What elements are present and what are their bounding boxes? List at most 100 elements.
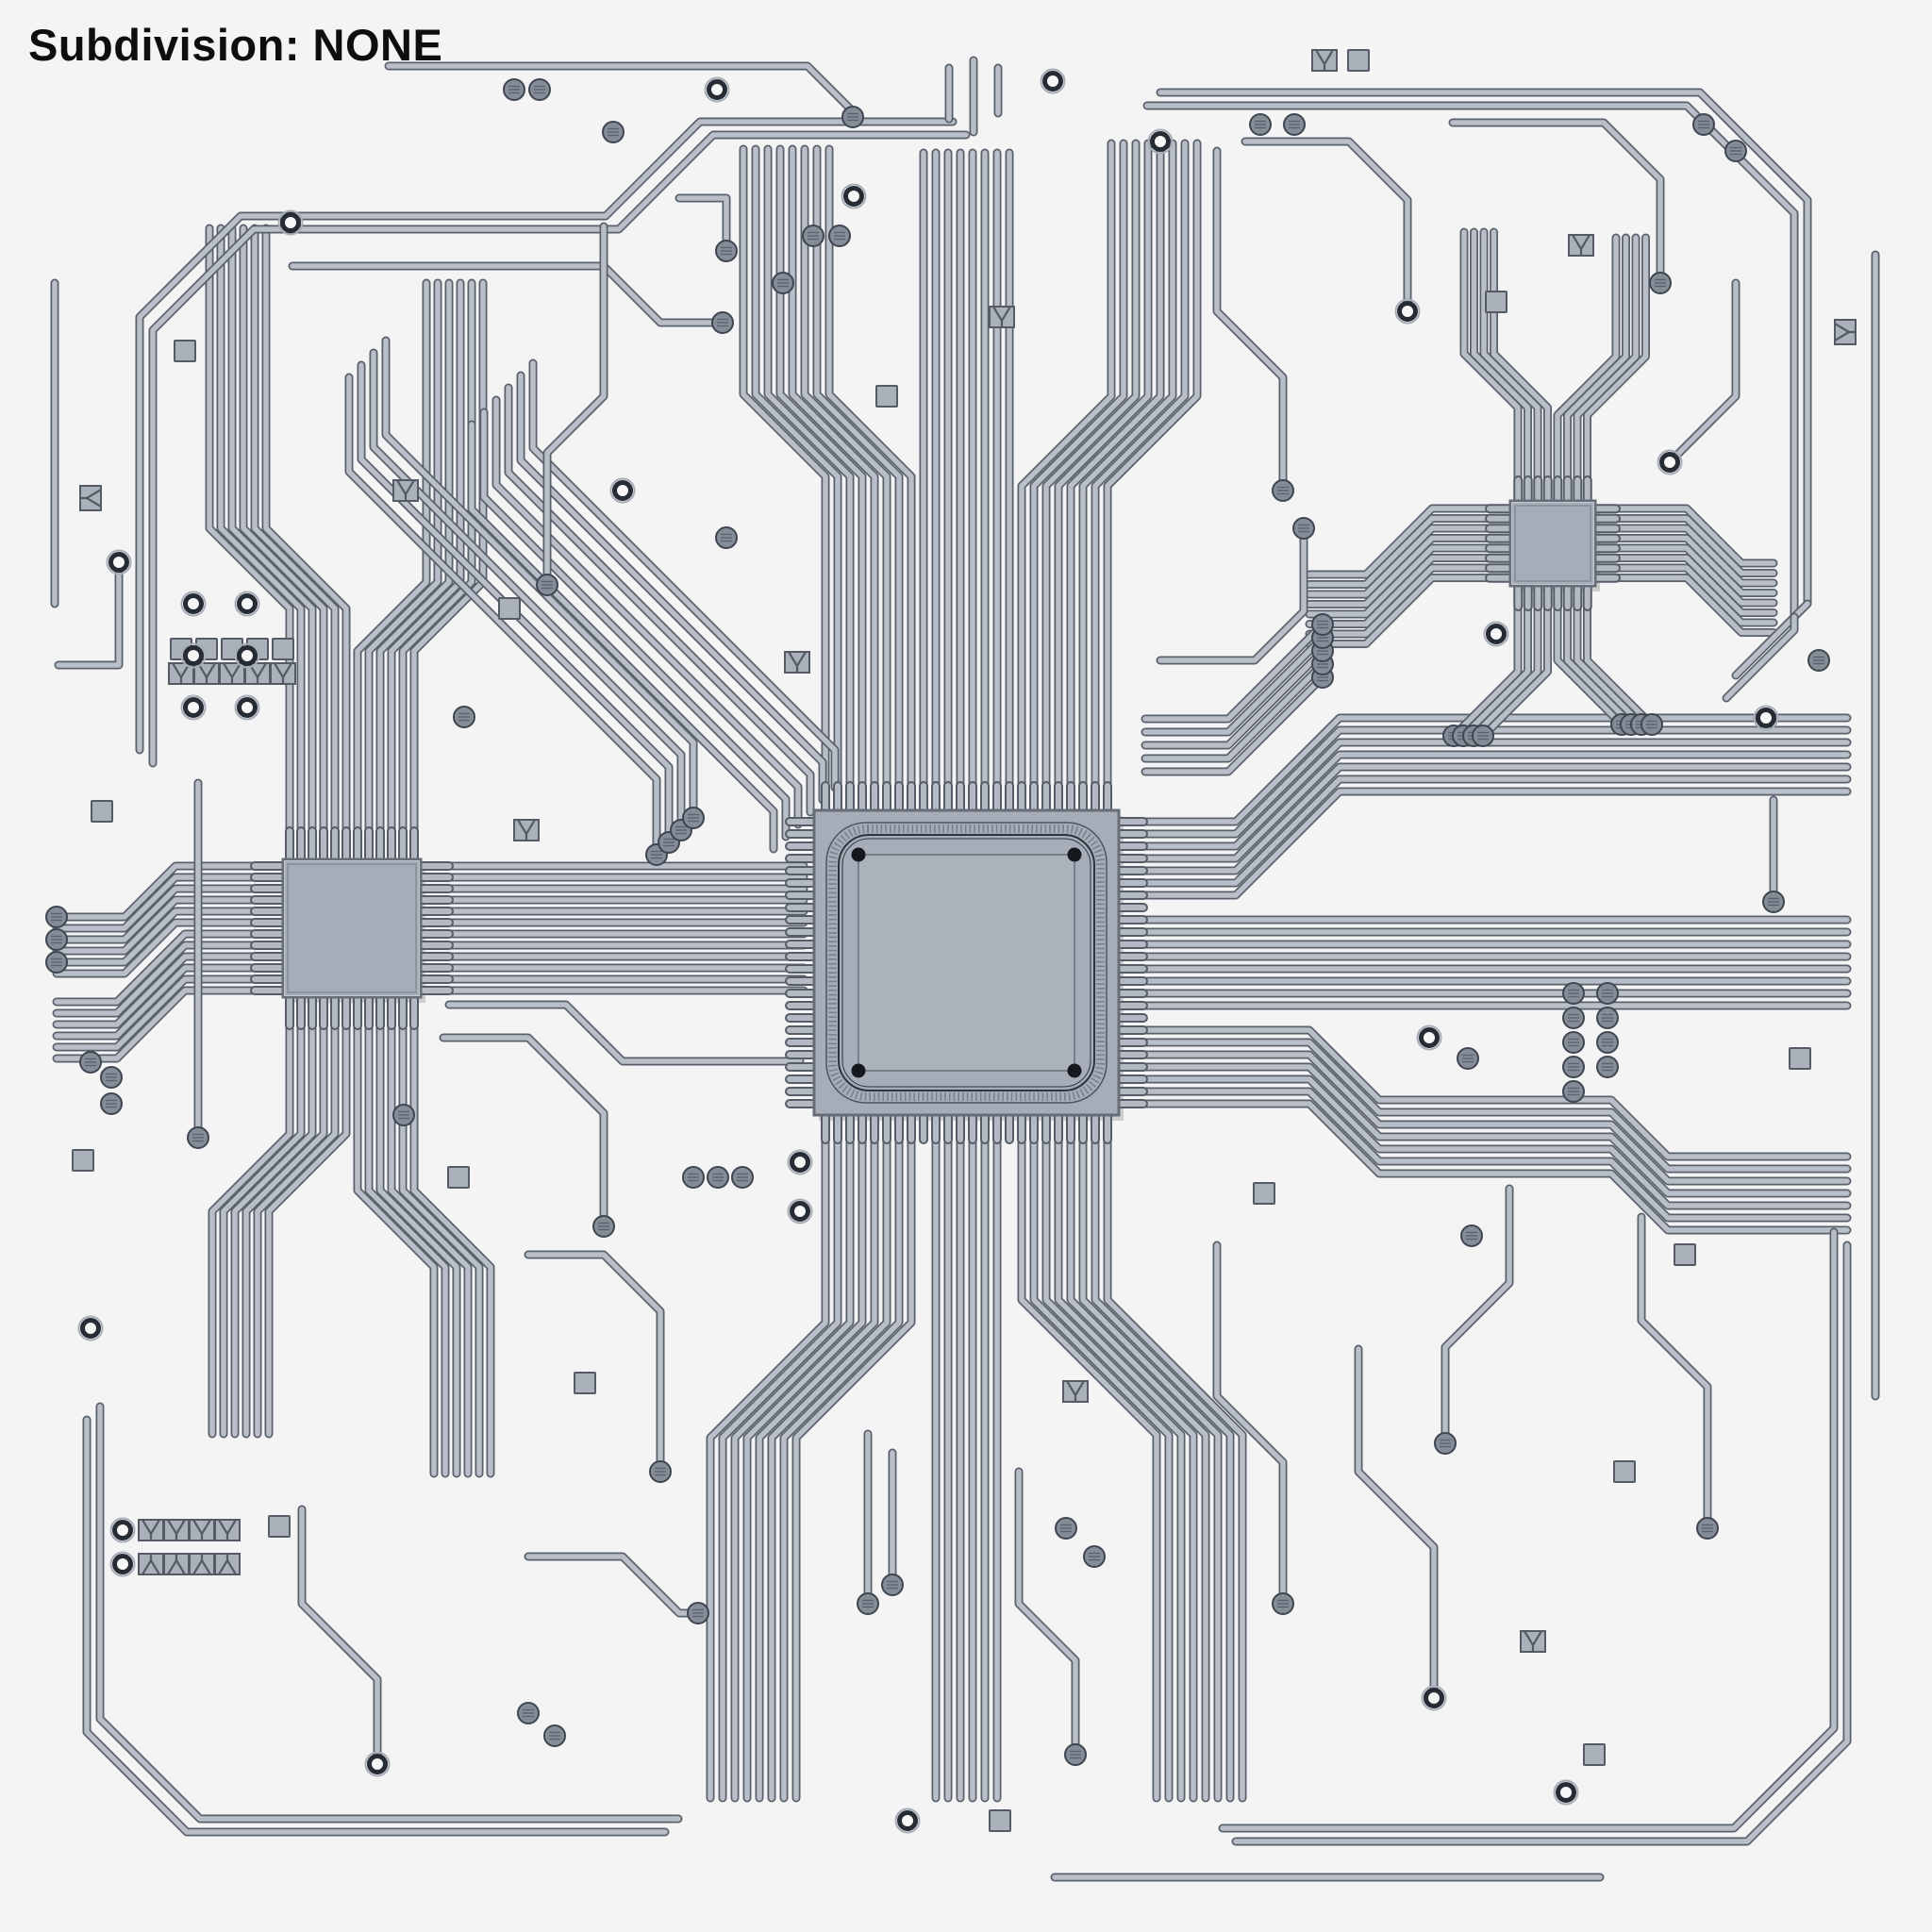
trapezoid-pad: [1520, 1630, 1546, 1653]
via-filled: [711, 311, 734, 334]
via-ring: [234, 694, 260, 721]
via-filled: [1434, 1432, 1457, 1455]
via-filled: [828, 225, 851, 247]
via-ring: [364, 1751, 391, 1777]
via-filled: [543, 1724, 566, 1747]
via-filled: [1724, 140, 1747, 162]
smd-pad: [1789, 1047, 1811, 1070]
via-filled: [45, 928, 68, 951]
via-filled: [453, 706, 475, 728]
via-ring: [180, 694, 207, 721]
via-filled: [772, 272, 794, 294]
via-ring: [109, 1517, 136, 1543]
smd-pad: [498, 597, 521, 620]
smd-pad: [1583, 1743, 1606, 1766]
smd-pad: [447, 1166, 470, 1189]
via-filled: [517, 1702, 540, 1724]
via-filled: [1696, 1517, 1719, 1540]
ic-chip-cpu-main: [785, 781, 1148, 1144]
via-ring: [234, 591, 260, 617]
via-ring: [77, 1315, 104, 1341]
via-filled: [682, 1166, 705, 1189]
via-filled: [841, 106, 864, 128]
trace-layer: [50, 56, 1880, 1882]
smd-pad: [574, 1372, 596, 1394]
via-ring: [1657, 449, 1683, 475]
trapezoid-pad: [163, 1519, 190, 1541]
trapezoid-pad: [1062, 1380, 1089, 1403]
smd-pad: [268, 1515, 291, 1538]
via-filled: [1283, 113, 1306, 136]
via-filled: [1562, 982, 1585, 1005]
via-layer: [45, 68, 1830, 1834]
via-ring: [1147, 128, 1174, 155]
via-filled: [592, 1215, 615, 1238]
via-filled: [1562, 1031, 1585, 1054]
trapezoid-pad: [1311, 49, 1338, 72]
via-filled: [1460, 1224, 1483, 1247]
via-ring: [894, 1807, 921, 1834]
via-filled: [1272, 1592, 1294, 1615]
via-ring: [1483, 621, 1509, 647]
via-ring: [1553, 1779, 1579, 1806]
trapezoid-pad: [1568, 234, 1594, 257]
via-filled: [1292, 517, 1315, 540]
via-filled: [1311, 613, 1334, 636]
via-filled: [1596, 1031, 1619, 1054]
via-filled: [79, 1051, 102, 1074]
via-filled: [1249, 113, 1272, 136]
via-ring: [1394, 298, 1421, 325]
via-filled: [1641, 713, 1663, 736]
via-filled: [1762, 891, 1785, 913]
via-ring: [787, 1149, 813, 1175]
trapezoid-pad: [392, 479, 419, 502]
via-ring: [1421, 1685, 1447, 1711]
via-filled: [1457, 1047, 1479, 1070]
via-ring: [180, 591, 207, 617]
via-filled: [881, 1574, 904, 1596]
via-filled: [1083, 1545, 1106, 1568]
trapezoid-pad: [163, 1553, 190, 1575]
via-filled: [528, 78, 551, 101]
via-filled: [1562, 1080, 1585, 1103]
via-filled: [1562, 1056, 1585, 1078]
trapezoid-pad: [244, 662, 271, 685]
via-filled: [1472, 724, 1494, 747]
ic-chip-ic-left: [250, 826, 454, 1030]
trapezoid-pad: [189, 1519, 215, 1541]
via-filled: [1562, 1007, 1585, 1029]
smd-pad: [1674, 1243, 1696, 1266]
via-filled: [1807, 649, 1830, 672]
via-filled: [731, 1166, 754, 1189]
via-ring: [609, 477, 636, 504]
subdivision-label: Subdivision: NONE: [28, 20, 443, 70]
via-filled: [1596, 1007, 1619, 1029]
via-filled: [187, 1126, 209, 1149]
via-ring: [841, 183, 867, 209]
trapezoid-pad: [138, 1519, 164, 1541]
via-filled: [1055, 1517, 1077, 1540]
via-ring: [109, 1551, 136, 1577]
via-filled: [649, 1460, 672, 1483]
trapezoid-pad: [784, 651, 810, 674]
via-filled: [45, 906, 68, 928]
via-filled: [45, 951, 68, 974]
smd-pad: [174, 340, 196, 362]
via-ring: [787, 1198, 813, 1224]
smd-pad: [272, 638, 294, 660]
smd-pad: [989, 1809, 1011, 1832]
via-filled: [1596, 982, 1619, 1005]
trapezoid-pad: [989, 306, 1015, 328]
via-ring: [277, 209, 304, 236]
via-filled: [857, 1592, 879, 1615]
smd-pad: [72, 1149, 94, 1172]
via-ring: [704, 76, 730, 103]
trapezoid-pad: [1834, 319, 1857, 345]
chip-layer: [250, 475, 1621, 1144]
via-ring: [1040, 68, 1066, 94]
via-filled: [503, 78, 525, 101]
via-filled: [1649, 272, 1672, 294]
via-filled: [100, 1066, 123, 1089]
trapezoid-pad: [513, 819, 540, 841]
